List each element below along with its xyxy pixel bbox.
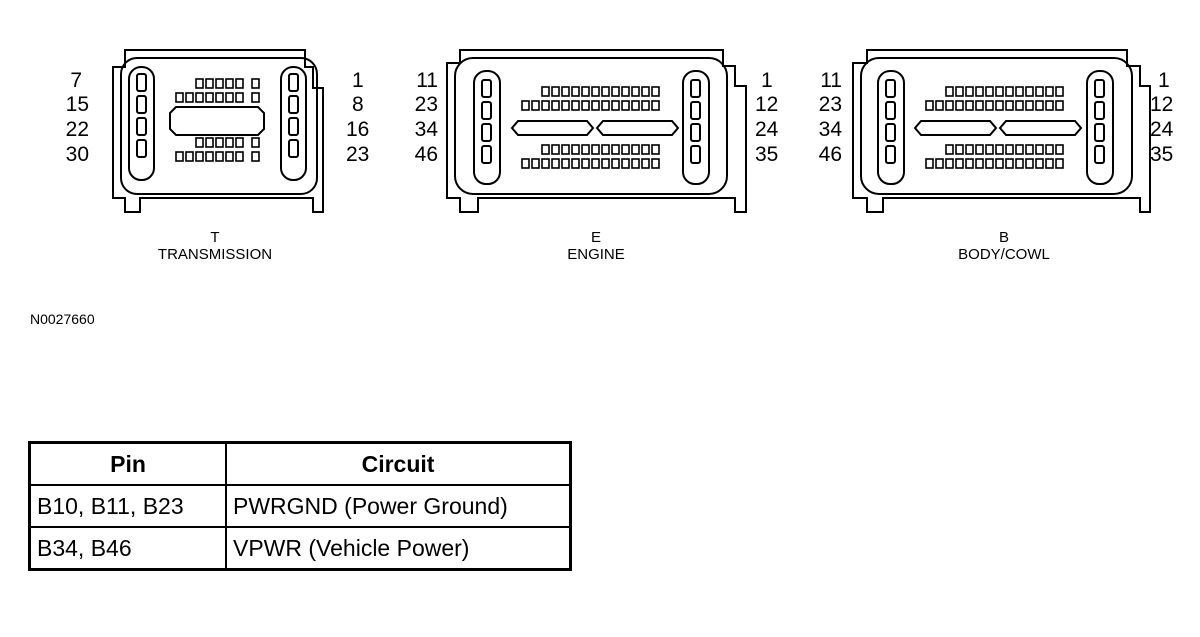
pin-number: 7 [70, 69, 82, 92]
pin-number: 23 [346, 143, 369, 166]
pin-number: 35 [755, 143, 778, 166]
connector-body-cowl [852, 49, 1151, 213]
pin-circuit-table: Pin Circuit B10, B11, B23 PWRGND (Power … [28, 441, 572, 571]
pin-number: 23 [415, 93, 438, 116]
pin-number: 35 [1150, 143, 1173, 166]
transmission-left-pin-numbers: 7 15 22 30 [66, 69, 89, 166]
pin-number: 15 [66, 93, 89, 116]
pin-number: 11 [416, 69, 438, 92]
connector-diagram: 7 15 22 30 1 8 16 23 T TRANSMISSION [66, 49, 1174, 263]
connector-letter: E [591, 229, 601, 246]
connector-name: ENGINE [567, 246, 625, 263]
connector-engine [446, 49, 747, 213]
connector-name: TRANSMISSION [158, 246, 272, 263]
pin-number: 22 [66, 118, 89, 141]
connector-name: BODY/COWL [958, 246, 1050, 263]
figure-reference-number: N0027660 [30, 311, 95, 327]
pin-number: 11 [820, 69, 842, 92]
circuit-column-header: Circuit [225, 441, 572, 486]
pin-number: 1 [761, 69, 773, 92]
pin-number: 24 [1150, 118, 1174, 141]
pin-number: 23 [819, 93, 842, 116]
circuit-cell: PWRGND (Power Ground) [225, 484, 572, 528]
pin-number: 8 [352, 93, 364, 116]
pin-number: 1 [1158, 69, 1170, 92]
body-cowl-left-pin-numbers: 11 23 34 46 [819, 69, 843, 166]
pin-cell: B34, B46 [28, 526, 227, 571]
connector-transmission [112, 49, 324, 213]
engine-left-pin-numbers: 11 23 34 46 [415, 69, 439, 166]
pin-number: 12 [1150, 93, 1173, 116]
pin-number: 1 [352, 69, 364, 92]
pin-number: 46 [415, 143, 438, 166]
pin-cell: B10, B11, B23 [28, 484, 227, 528]
transmission-right-pin-numbers: 1 8 16 23 [346, 69, 369, 166]
pin-number: 46 [819, 143, 842, 166]
connector-letter: B [999, 229, 1009, 246]
table-header-row: Pin Circuit [28, 441, 572, 486]
pin-number: 34 [819, 118, 843, 141]
pin-number: 16 [346, 118, 369, 141]
pin-number: 24 [755, 118, 779, 141]
pin-number: 34 [415, 118, 439, 141]
pin-number: 12 [755, 93, 778, 116]
body-cowl-right-pin-numbers: 1 12 24 35 [1150, 69, 1174, 166]
pin-number: 30 [66, 143, 89, 166]
table-row: B34, B46 VPWR (Vehicle Power) [28, 526, 572, 571]
circuit-cell: VPWR (Vehicle Power) [225, 526, 572, 571]
connector-letter: T [210, 229, 219, 246]
table-row: B10, B11, B23 PWRGND (Power Ground) [28, 484, 572, 528]
engine-right-pin-numbers: 1 12 24 35 [755, 69, 779, 166]
pin-column-header: Pin [28, 441, 227, 486]
